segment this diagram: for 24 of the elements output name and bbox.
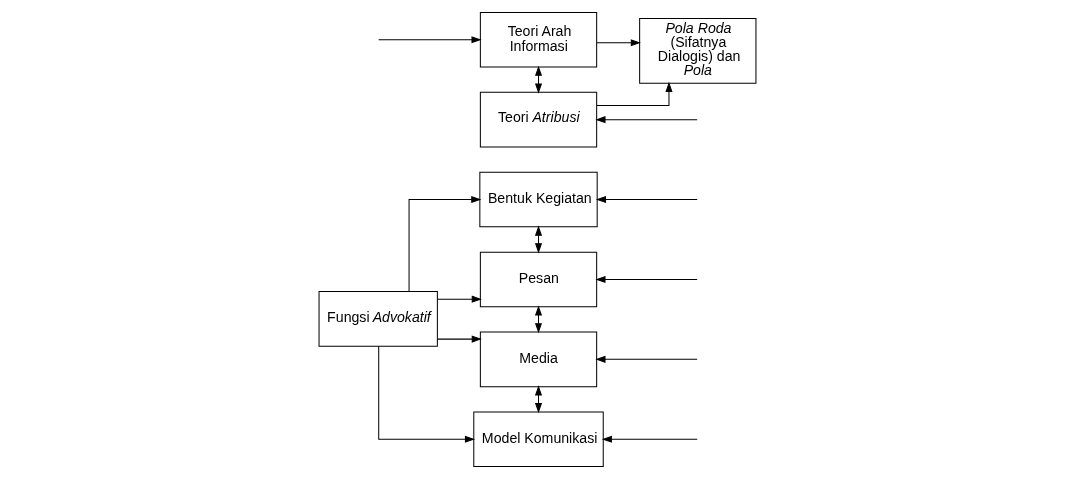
node-box: Fungsi Advokatif: [318, 291, 438, 347]
arrow: [534, 225, 543, 254]
node-box: Bentuk Kegiatan: [479, 171, 598, 228]
arrow: [378, 345, 476, 443]
arrow: [378, 36, 482, 44]
arrow: [534, 65, 543, 94]
node-box: Pesan: [479, 251, 598, 308]
arrow: [534, 305, 543, 334]
arrow: [436, 335, 482, 343]
node-box: Teori Arah Informasi: [479, 11, 598, 68]
arrow: [595, 196, 698, 204]
arrow: [596, 39, 641, 47]
arrow: [596, 81, 673, 106]
arrow: [601, 435, 698, 443]
arrow: [595, 275, 698, 283]
arrow: [408, 196, 482, 292]
node-box: Media: [479, 331, 598, 388]
node-box: Teori Atribusi: [479, 91, 598, 148]
node-box: Pola Roda (Sifatnya Dialogis) dan Pola: [639, 18, 757, 84]
arrow: [534, 385, 543, 414]
node-box: Model Komunikasi: [473, 411, 604, 468]
arrow: [595, 116, 698, 124]
arrow: [595, 355, 698, 363]
arrow: [436, 295, 482, 303]
